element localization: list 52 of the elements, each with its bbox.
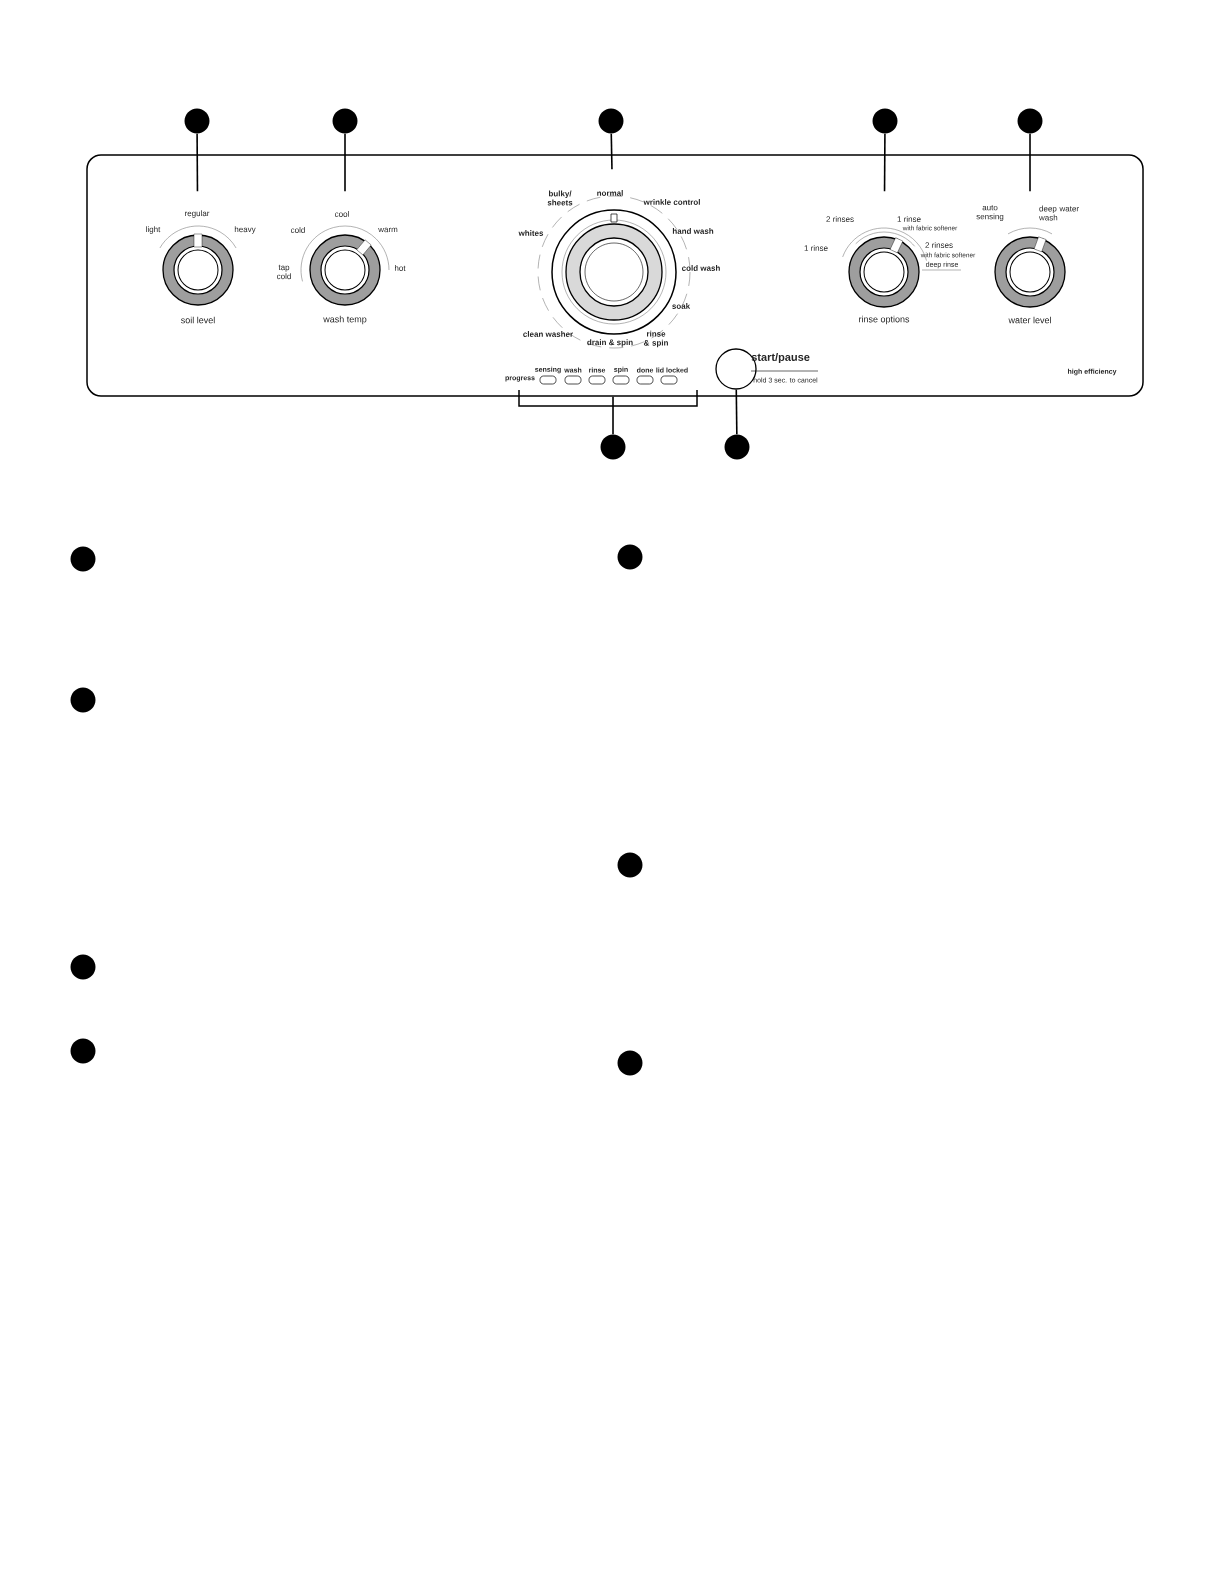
setting-label: 1 rinse <box>897 216 921 222</box>
leader-line <box>1029 132 1031 193</box>
callout-circle <box>617 1050 643 1076</box>
knob-label: water level <box>1008 316 1051 324</box>
callout-circle <box>598 108 624 134</box>
setting-label: deep water wash <box>1039 205 1079 221</box>
callout-circle <box>70 954 96 980</box>
cycle-label: cold wash <box>682 265 720 271</box>
callout-circle <box>872 108 898 134</box>
setting-label: tap cold <box>277 264 291 280</box>
leader-line <box>196 132 199 193</box>
setting-label: cold <box>291 227 305 233</box>
setting-label: regular <box>185 210 210 218</box>
setting-label: light <box>146 226 161 234</box>
callout-circle <box>70 687 96 713</box>
leader-line <box>344 132 346 193</box>
knob <box>159 225 237 306</box>
knob-label: rinse options <box>859 315 910 325</box>
cycle-label: whites <box>518 230 544 236</box>
leader-line <box>883 132 886 193</box>
leader-line <box>612 395 614 436</box>
setting-label: 2 rinses <box>826 216 854 222</box>
button-label: start/pause <box>751 352 810 364</box>
cycle-label: clean washer <box>523 331 573 337</box>
setting-label: 1 rinse <box>804 245 828 251</box>
setting-label: warm <box>378 227 398 233</box>
callout-circle <box>184 108 210 134</box>
setting-label: hot <box>395 265 406 271</box>
callout-circle <box>1017 108 1043 134</box>
setting-label: cool <box>335 211 349 217</box>
callout-circle <box>600 434 626 460</box>
cycle-label: soak <box>672 303 691 309</box>
cycle-label: hand wash <box>672 228 714 234</box>
cycle-label: rinse & spin <box>643 330 668 348</box>
callout-circle <box>70 546 96 572</box>
cycle-label: drain & spin <box>587 339 633 347</box>
setting-label: heavy <box>234 226 256 234</box>
cycle-label: wrinkle control <box>643 199 700 205</box>
callout-circle <box>617 544 643 570</box>
callout-circle <box>724 434 750 460</box>
leader-line <box>735 388 738 436</box>
callout-circle <box>332 108 358 134</box>
callout-circle <box>617 852 643 878</box>
cycle-label: bulky/ sheets <box>547 190 573 206</box>
callout-circle <box>70 1038 96 1064</box>
knob-label: soil level <box>181 316 215 324</box>
cycle-label: normal <box>597 190 623 196</box>
setting-label: auto sensing <box>976 205 1004 221</box>
leader-line <box>610 132 613 171</box>
knob-label: wash temp <box>323 315 367 325</box>
control-panel <box>86 154 1144 397</box>
knob <box>994 227 1066 308</box>
